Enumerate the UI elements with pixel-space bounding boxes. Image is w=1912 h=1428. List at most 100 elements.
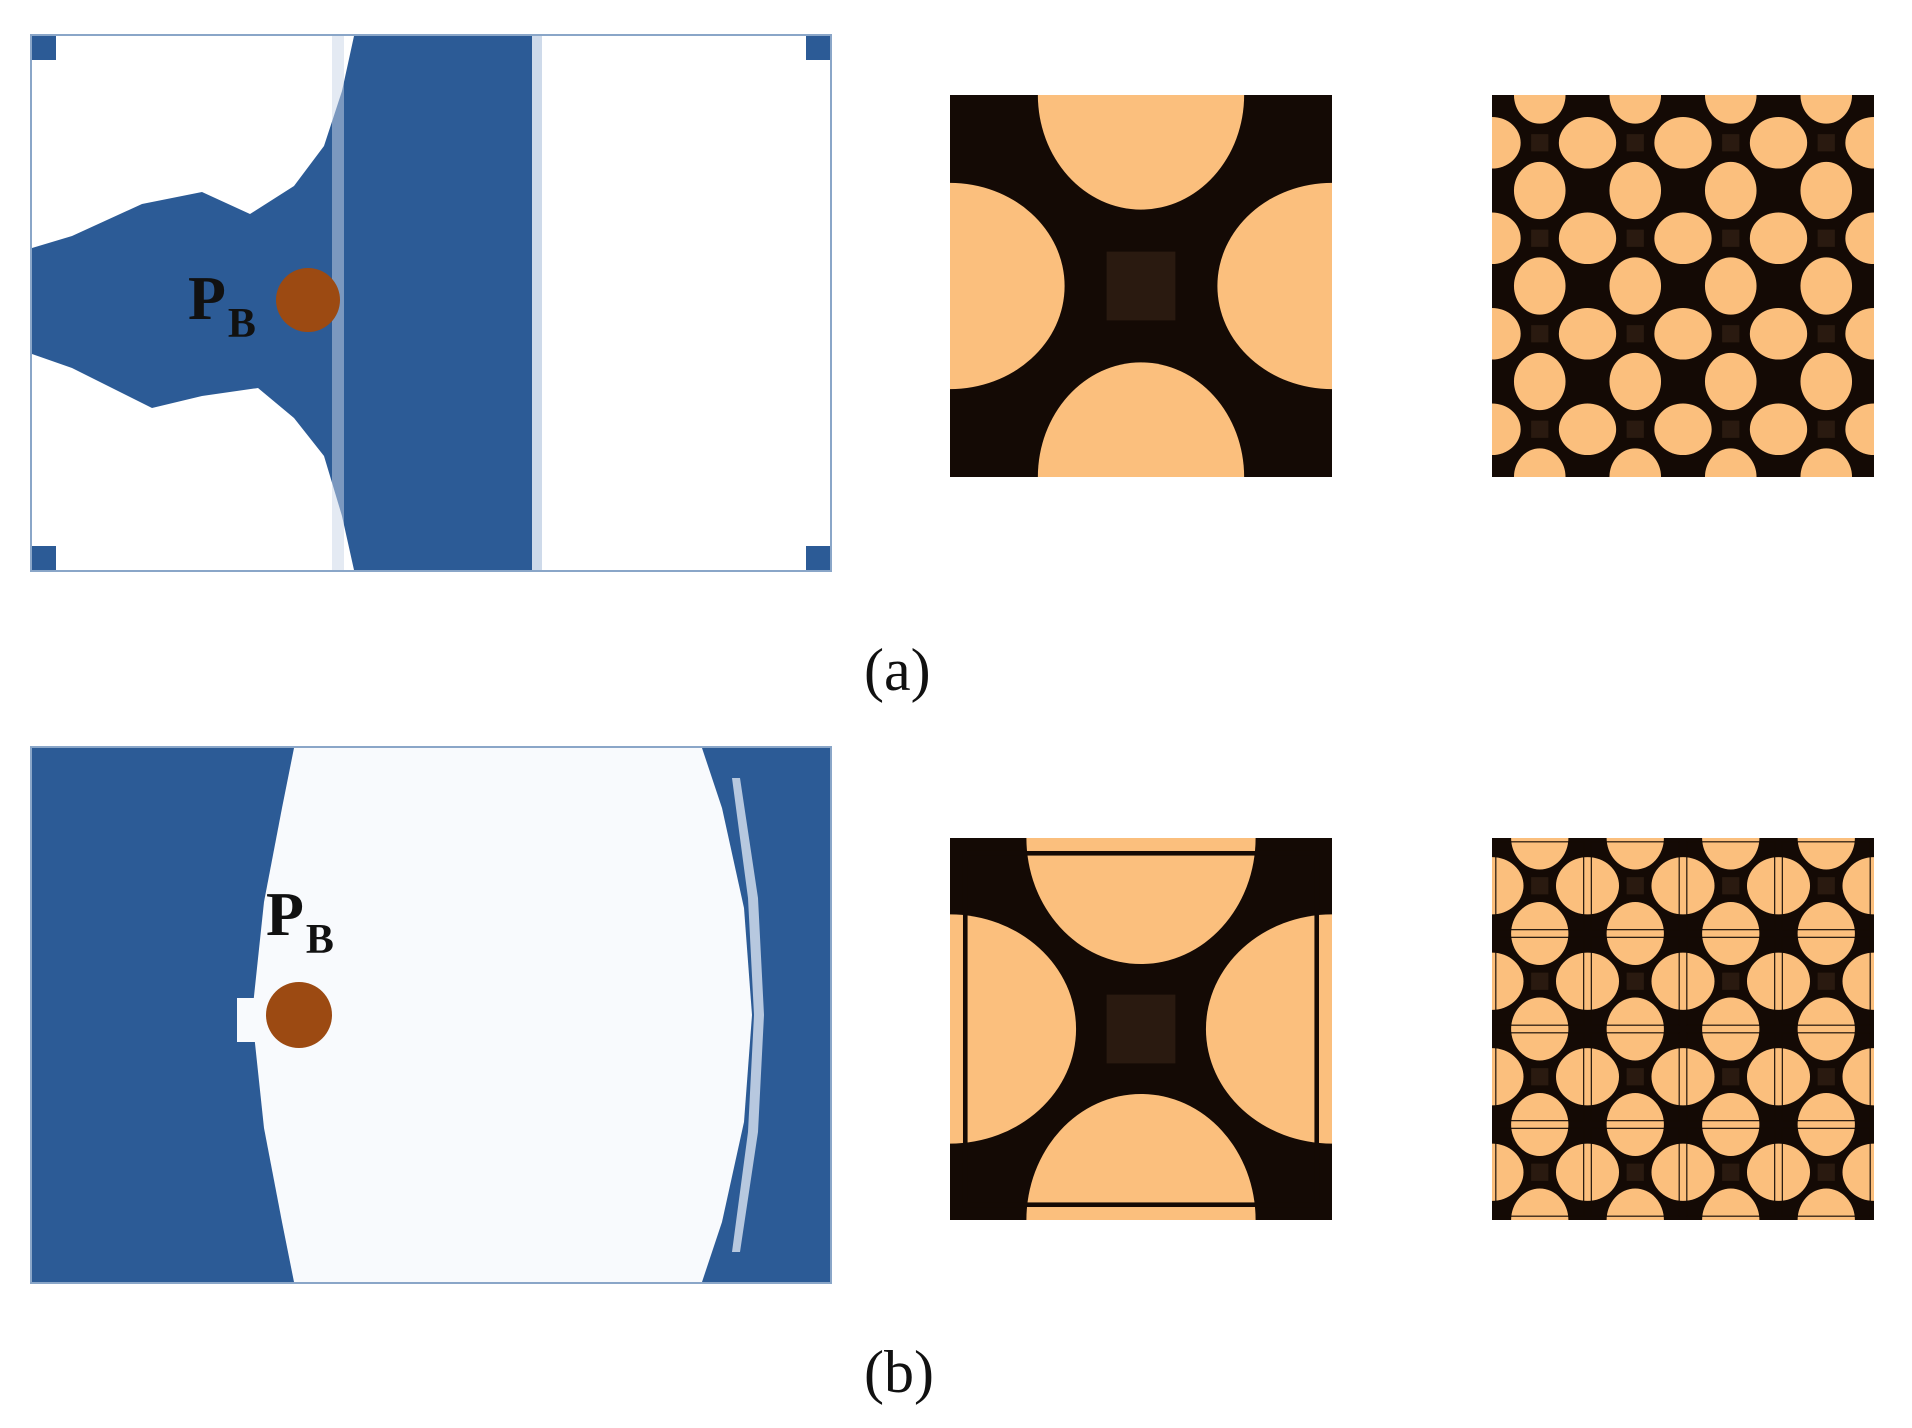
arr-a-2-2-void [1704,352,1757,382]
arr-b-2-3-void [1702,1124,1760,1157]
arr-a-2-3-core [1722,420,1740,438]
arr-b-0-0-void [1492,857,1524,915]
arr-b-1-1-void [1606,933,1664,966]
arr-a-3-3-void [1800,448,1853,477]
arr-b-1-0-cell [1587,838,1683,934]
arr-b-2-3-void [1702,1188,1760,1220]
design-domain-b [30,746,832,1284]
cell-array-a [1492,95,1874,477]
arr-b-2-2-core [1722,1068,1740,1086]
caption-a: (a) [864,637,931,703]
arr-a-2-0-void [1704,95,1757,124]
arr-b-3-3-void [1778,1143,1811,1201]
arr-b-2-3-void [1683,1143,1715,1201]
arr-b-1-1-void [1651,952,1683,1010]
arr-b-1-1-core [1626,972,1644,990]
arr-b-2-1-void [1702,933,1760,966]
arr-a-0-0-cell [1492,95,1588,191]
arr-b-0-1-cell [1492,933,1588,1029]
arr-a-1-2-core [1626,325,1644,343]
unit-b-void [1026,838,1256,965]
arr-b-1-3-core [1626,1163,1644,1181]
arr-a-1-0-void [1609,95,1662,124]
arr-b-2-2-cell [1683,1029,1779,1125]
arr-b-0-2-cell [1492,1029,1588,1125]
arr-b-0-0-core [1531,877,1549,895]
arr-a-0-1-void [1513,257,1566,286]
arr-b-0-1-void [1511,933,1569,966]
arr-a-2-0-void [1704,161,1757,191]
arr-a-2-3-cell [1683,381,1779,477]
arr-a-0-0-void [1513,95,1566,124]
arr-a-0-0-void [1558,116,1588,169]
arr-b-0-0-void [1555,857,1588,915]
arr-a-1-2-void [1587,307,1617,360]
arr-b-3-0-void [1778,857,1811,915]
arr-a-3-0-core [1817,134,1835,152]
arr-a-1-3-void [1609,381,1662,411]
arr-b-3-0-void [1842,857,1874,915]
arr-a-1-2-cell [1587,286,1683,382]
arr-b-2-2-void [1683,1048,1715,1106]
arr-b-0-1-core [1531,972,1549,990]
arr-b-1-3-void [1606,1124,1664,1157]
arr-b-1-2-core [1626,1068,1644,1086]
arr-b-1-0-void [1587,857,1620,915]
arr-b-2-2-void [1702,1092,1760,1125]
caption-b: (b) [864,1339,934,1405]
arr-a-3-0-void [1778,116,1808,169]
arr-b-3-1-void [1778,952,1811,1010]
arr-a-1-2-void [1609,286,1662,315]
arr-a-3-0-cell [1778,95,1874,191]
arr-a-0-0-void [1492,116,1521,169]
arr-b-3-0-void [1797,838,1855,870]
arr-a-1-3-void [1587,403,1617,456]
unit-cell-a [950,95,1332,477]
arr-a-1-0-void [1609,161,1662,191]
arr-b-1-1-void [1606,997,1664,1029]
arr-b-3-2-core [1817,1068,1835,1086]
arr-a-0-2-core [1531,325,1549,343]
arr-b-3-0-core [1817,877,1835,895]
arr-a-3-1-void [1845,212,1874,265]
arr-a-1-3-cell [1587,381,1683,477]
arr-b-0-3-void [1511,1188,1569,1220]
arr-a-1-0-void [1654,116,1683,169]
unit-cell-b [950,838,1332,1220]
arr-b-2-2-void [1702,1029,1760,1061]
arr-b-2-0-core [1722,877,1740,895]
arr-a-1-0-core [1626,134,1644,152]
arr-a-3-1-core [1817,229,1835,247]
arr-a-0-2-void [1513,286,1566,315]
arr-b-1-2-void [1651,1048,1683,1106]
arr-b-2-3-core [1722,1163,1740,1181]
arr-b-3-3-void [1797,1124,1855,1157]
arr-a-2-2-core [1722,325,1740,343]
arr-a-1-1-cell [1587,190,1683,286]
arr-a-0-3-void [1492,403,1521,456]
arr-b-2-3-void [1746,1143,1779,1201]
arr-b-1-3-void [1606,1188,1664,1220]
arr-b-3-2-cell [1778,1029,1874,1125]
arr-b-2-1-cell [1683,933,1779,1029]
unit-a-void [1217,182,1332,390]
arr-a-2-1-core [1722,229,1740,247]
arr-a-3-3-core [1817,420,1835,438]
arr-b-3-3-core [1817,1163,1835,1181]
unit-a-void [1037,95,1245,210]
arr-b-1-2-void [1606,1092,1664,1125]
arr-b-1-0-void [1606,838,1664,870]
arr-a-1-2-void [1609,352,1662,382]
arr-b-3-3-cell [1778,1124,1874,1220]
arr-a-2-3-void [1704,381,1757,411]
arr-a-2-2-cell [1683,286,1779,382]
arr-a-0-1-cell [1492,190,1588,286]
arr-b-2-1-void [1702,997,1760,1029]
arr-b-1-2-cell [1587,1029,1683,1125]
arr-b-1-3-void [1651,1143,1683,1201]
arr-b-2-0-void [1702,901,1760,934]
design-domain-a [30,34,832,572]
arr-a-1-1-core [1626,229,1644,247]
arr-b-2-0-void [1746,857,1779,915]
arr-a-0-1-void [1492,212,1521,265]
